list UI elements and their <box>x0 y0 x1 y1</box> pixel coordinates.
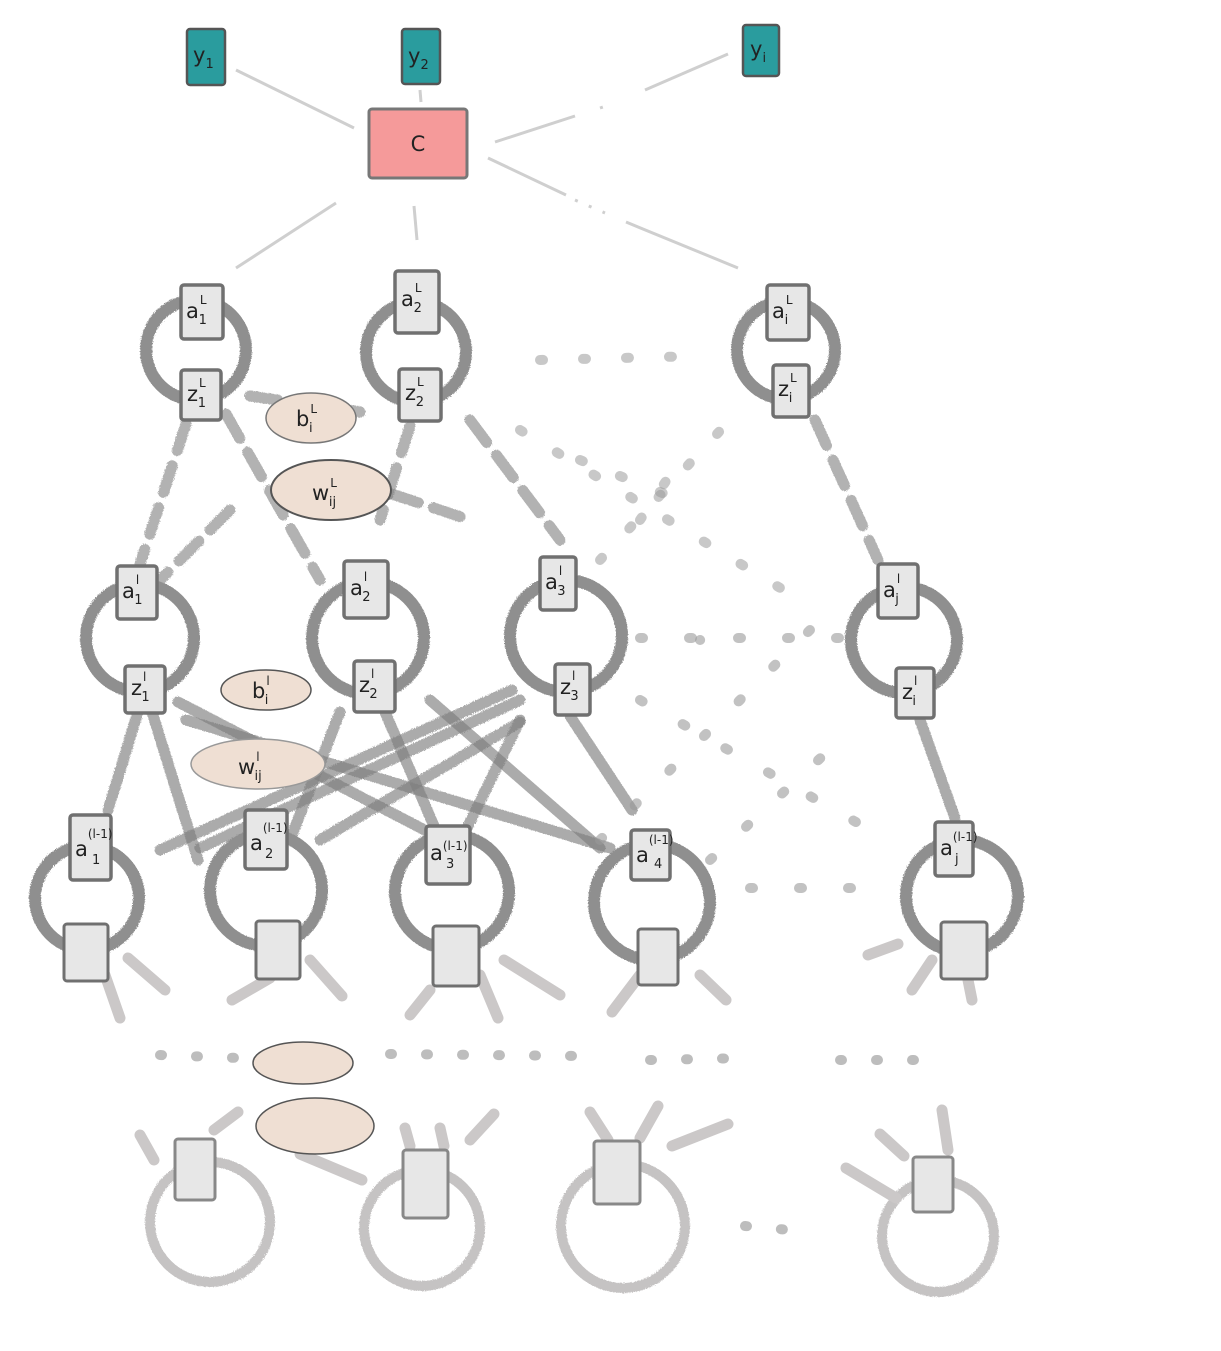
node-box-4-l-1 <box>636 927 680 987</box>
output-y1-label: y <box>193 43 205 67</box>
output-yi-sub: i <box>762 51 766 66</box>
layer-l-dotted-connections <box>595 625 875 893</box>
svg-text:zL2: zL2 <box>405 375 424 410</box>
layer-l-rings <box>80 574 963 700</box>
svg-text:a(l-1)3: a(l-1)3 <box>430 839 468 872</box>
bottom-layer-connections <box>99 938 978 1204</box>
node-box-3-l-1 <box>431 924 481 988</box>
svg-text:zLi: zLi <box>778 371 797 406</box>
output-yi-label: y <box>750 37 762 61</box>
svg-text:aL2: aL2 <box>401 281 422 316</box>
svg-text:zl2: zl2 <box>359 667 378 702</box>
svg-text:bli: bli <box>252 674 270 708</box>
bottom-node-box-4 <box>911 1155 955 1214</box>
bottom-node-box-2 <box>401 1148 450 1220</box>
weight-bottom <box>255 1097 375 1155</box>
output-yi: yi <box>741 23 781 78</box>
svg-text:al1: al1 <box>122 573 143 608</box>
node-a2-l-1: a(l-1)2 <box>243 808 289 871</box>
cost-output-connections <box>235 52 739 270</box>
bottom-node-box-3 <box>592 1139 642 1206</box>
svg-text:y1: y1 <box>193 43 214 72</box>
layer-L-connections <box>134 390 884 586</box>
layer-L-rings <box>140 294 841 408</box>
svg-text:a(l-1)4: a(l-1)4 <box>636 833 674 872</box>
svg-text:yi: yi <box>750 37 766 66</box>
cost-box <box>367 107 469 180</box>
layer-L-dotted-connections <box>515 351 805 605</box>
node-aj-l-1: a(l-1)j <box>933 820 978 878</box>
bottom-ellipsis-dots <box>155 1049 930 1237</box>
svg-text:zl1: zl1 <box>131 670 150 705</box>
svg-text:bLi: bLi <box>296 402 317 436</box>
svg-text:a(l-1)1: a(l-1)1 <box>75 827 113 868</box>
node-a4-l-1: a(l-1)4 <box>629 828 674 882</box>
node-box-2-l-1 <box>254 919 302 981</box>
bottom-layer-nodes <box>173 1137 955 1220</box>
output-y2-box <box>400 27 442 86</box>
node-a1-l-1: a(l-1)1 <box>68 813 113 882</box>
node-box-j-l-1 <box>939 920 989 981</box>
output-y1: y1 <box>185 27 227 87</box>
cost-node: C <box>367 107 469 180</box>
svg-text:al3: al3 <box>545 564 566 599</box>
bottom-node-box-1 <box>173 1137 217 1202</box>
output-y2-label: y <box>408 44 420 68</box>
cost-label: C <box>411 132 426 156</box>
output-y2-sub: 2 <box>420 58 428 73</box>
svg-text:y2: y2 <box>408 44 429 73</box>
output-y1-sub: 1 <box>205 57 213 72</box>
bias-bottom <box>252 1041 354 1085</box>
output-yi-box <box>741 23 781 78</box>
svg-text:a(l-1)2: a(l-1)2 <box>250 821 288 862</box>
svg-text:zl3: zl3 <box>560 669 579 704</box>
output-y2: y2 <box>400 27 442 86</box>
output-y1-box <box>185 27 227 87</box>
svg-text:zli: zli <box>902 674 917 709</box>
svg-text:zL1: zL1 <box>187 376 206 411</box>
svg-text:al2: al2 <box>350 570 371 605</box>
svg-text:aL1: aL1 <box>186 293 207 328</box>
svg-text:alj: alj <box>883 572 900 607</box>
svg-text:a(l-1)j: a(l-1)j <box>940 830 978 867</box>
layer-l-1-rings <box>29 828 1024 966</box>
node-box-1-l-1 <box>62 922 110 983</box>
node-a3-l-1: a(l-1)3 <box>424 824 472 886</box>
svg-text:aLi: aLi <box>772 293 793 328</box>
layer-l-1-nodes: a(l-1)1 a(l-1)2 a(l-1)3 a(l-1)4 a(l-1)j <box>62 808 989 988</box>
